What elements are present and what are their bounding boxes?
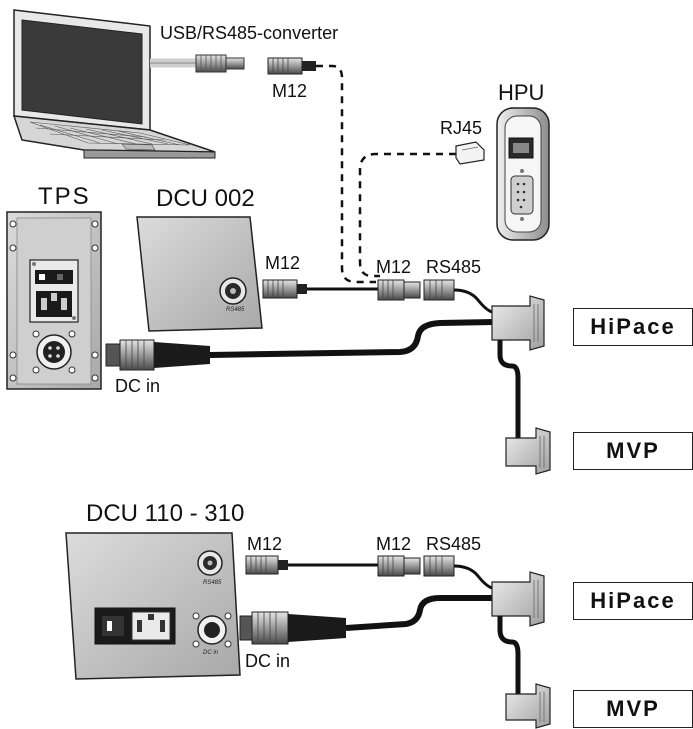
hpu-device xyxy=(496,107,550,241)
m12-bottom-junction-label: M12 xyxy=(376,534,412,554)
dcu002-label: DCU 002 xyxy=(156,185,255,212)
mvp-top-box: MVP xyxy=(573,432,693,470)
hipace-bottom-box: HiPace xyxy=(573,582,693,620)
dc-in-plug-top xyxy=(105,339,210,371)
m12-dcu002-label: M12 xyxy=(265,253,301,273)
m12-connector-converter xyxy=(267,57,316,75)
dashed-cable-rj45 xyxy=(358,152,456,278)
dc-in-top-label: DC in xyxy=(115,376,161,396)
cable-hipace-to-mvp-top xyxy=(497,340,521,438)
tps-device xyxy=(6,211,102,390)
usb-rs485-converter xyxy=(150,54,245,73)
m12-plug-dcu002 xyxy=(262,279,307,299)
cable-rs485-to-hipace-bottom xyxy=(453,564,493,590)
dcin-port-mark-dcu110: DC in xyxy=(203,650,219,656)
rj45-label: RJ45 xyxy=(440,118,483,138)
rs485-port-mark-dcu110: RS485 xyxy=(203,580,222,586)
mvp-connector-top xyxy=(505,427,551,475)
dc-cable-bottom xyxy=(345,595,494,631)
dcu110-label: DCU 110 - 310 xyxy=(86,500,245,527)
hipace-connector-top xyxy=(491,295,545,351)
rs485-bottom-label: RS485 xyxy=(426,534,482,554)
cable-rs485-to-hipace-top xyxy=(453,288,493,314)
mvp-connector-bottom xyxy=(505,683,551,729)
usb-rs485-converter-label: USB/RS485-converter xyxy=(160,23,339,43)
mvp-bottom-box: MVP xyxy=(573,690,693,728)
dcu002-device: RS485 xyxy=(136,216,263,332)
rj45-plug xyxy=(455,141,485,165)
m12-junction-top xyxy=(377,279,421,301)
m12-converter-label: M12 xyxy=(272,81,308,101)
dc-in-bottom-label: DC in xyxy=(245,651,291,671)
hipace-connector-bottom xyxy=(491,571,545,627)
rs485-connector-top xyxy=(423,279,455,301)
m12-junction-bottom xyxy=(377,555,421,577)
hpu-label: HPU xyxy=(498,80,545,105)
dc-in-plug-bottom xyxy=(239,611,346,645)
m12-top-junction-label: M12 xyxy=(376,257,412,277)
rs485-connector-bottom xyxy=(423,555,455,577)
dcu110-device: RS485 DC in xyxy=(65,532,241,680)
cable-hipace-to-mvp-bottom xyxy=(497,616,521,696)
dashed-cable-converter xyxy=(316,64,376,284)
tps-label: TPS xyxy=(38,183,91,210)
laptop xyxy=(12,9,216,159)
dc-cable-top xyxy=(209,319,495,358)
hipace-top-box: HiPace xyxy=(573,308,693,346)
rs485-port-mark-dcu002: RS485 xyxy=(226,307,245,313)
m12-dcu110-label: M12 xyxy=(247,534,283,554)
m12-plug-dcu110 xyxy=(245,555,288,575)
rs485-top-label: RS485 xyxy=(426,257,482,277)
